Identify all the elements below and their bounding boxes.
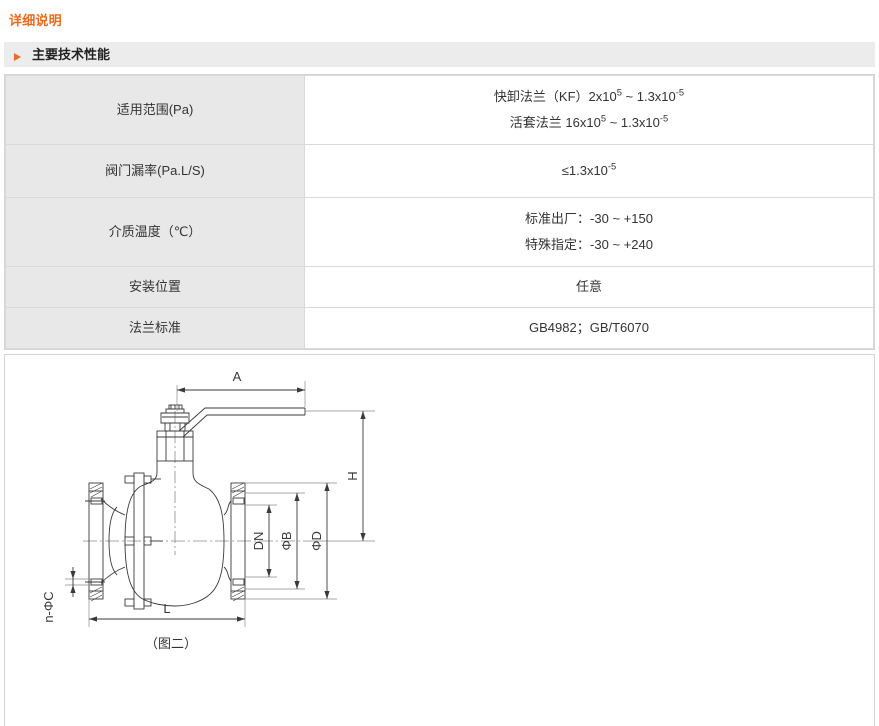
arrow-nphic-bottom [70, 585, 76, 593]
arrow-phid-top [324, 483, 330, 491]
right-flange-hatching [231, 482, 245, 602]
dim-label-dn: DN [251, 532, 266, 551]
arrow-a-right [297, 387, 305, 393]
spec-value-installation-position: 任意 [304, 266, 874, 308]
right-flange-plate [230, 482, 246, 600]
joint-bolt [124, 598, 135, 607]
spec-value-medium-temperature: 标准出厂：-30 ~ +150 特殊指定：-30 ~ +240 [304, 197, 874, 267]
spec-value-line: 快卸法兰（KF）2x105 ~ 1.3x10-5 [493, 87, 685, 104]
body-left-contour [124, 485, 142, 599]
arrow-phib-bottom [294, 581, 300, 589]
arrow-dn-top [266, 505, 272, 513]
right-cone-bottom [223, 566, 232, 582]
superscript: -5 [675, 87, 685, 98]
table-row: 安装位置 任意 [5, 266, 874, 308]
right-flange-bolt-hole [232, 497, 245, 505]
figure-caption: （图二） [145, 636, 198, 651]
spec-value-line: 特殊指定：-30 ~ +240 [525, 237, 653, 252]
section-title: 主要技术性能 [32, 46, 111, 62]
dim-label-h: H [345, 471, 360, 480]
bonnet-column [156, 430, 194, 462]
stem-nut [168, 404, 183, 410]
joint-bolt [124, 536, 135, 546]
spec-table: 适用范围(Pa) 快卸法兰（KF）2x105 ~ 1.3x10-5 活套法兰 1… [5, 75, 874, 349]
superscript: 5 [616, 87, 622, 98]
body-neck-left [140, 461, 158, 487]
spec-value-flange-standard: GB4982；GB/T6070 [304, 307, 874, 349]
dim-label-n-phi-c: n-ΦC [41, 591, 56, 622]
arrow-dn-bottom [266, 569, 272, 577]
spec-value-line: 活套法兰 16x105 ~ 1.3x10-5 [509, 113, 669, 130]
left-flange-plate [88, 482, 104, 600]
triangle-right-icon [14, 49, 26, 61]
spec-value-applicable-range: 快卸法兰（KF）2x105 ~ 1.3x10-5 活套法兰 16x105 ~ 1… [304, 75, 874, 145]
right-flange-bolt-hole [232, 578, 245, 586]
left-flange-hatching [89, 482, 103, 602]
spec-value-valve-leak-rate: ≤1.3x10-5 [304, 144, 874, 198]
spec-value-line: ≤1.3x10-5 [561, 161, 617, 178]
table-row: 适用范围(Pa) 快卸法兰（KF）2x105 ~ 1.3x10-5 活套法兰 1… [5, 75, 874, 145]
arrow-l-left [89, 616, 97, 622]
arrow-nphic-top [70, 571, 76, 579]
handle-lever-top [178, 407, 305, 432]
superscript: -5 [607, 161, 617, 172]
arrow-h-top [360, 411, 366, 419]
spec-label-medium-temperature: 介质温度（℃） [5, 197, 305, 267]
arrow-l-right [237, 616, 245, 622]
spec-label-valve-leak-rate: 阀门漏率(Pa.L/S) [5, 144, 305, 198]
spec-label-installation-position: 安装位置 [5, 266, 305, 308]
spec-value-line: 标准出厂：-30 ~ +150 [525, 211, 653, 226]
joint-bolt [124, 475, 135, 484]
dim-label-phi-d: ΦD [309, 531, 324, 551]
table-row: 阀门漏率(Pa.L/S) ≤1.3x10-5 [5, 144, 874, 198]
right-cone-top [223, 500, 232, 516]
arrow-phib-top [294, 493, 300, 501]
table-row: 法兰标准 GB4982；GB/T6070 [5, 307, 874, 349]
arrow-a-left [177, 387, 185, 393]
spec-label-applicable-range: 适用范围(Pa) [5, 75, 305, 145]
superscript: 5 [600, 113, 607, 124]
arrow-h-bottom [360, 533, 366, 541]
superscript: -5 [659, 113, 669, 124]
dim-label-l: L [163, 601, 170, 616]
joint-bolt [143, 475, 152, 484]
joint-bolt [143, 598, 152, 607]
dim-label-a: A [233, 369, 242, 384]
valve-technical-drawing: A H ΦD ΦB [41, 369, 375, 627]
handle-lever-bottom [182, 414, 305, 438]
technical-drawing-panel: A H ΦD ΦB [4, 354, 875, 726]
spec-table-container: 适用范围(Pa) 快卸法兰（KF）2x105 ~ 1.3x10-5 活套法兰 1… [4, 74, 875, 350]
section-header-bar: 主要技术性能 [4, 41, 875, 67]
left-cone-profile [108, 506, 118, 576]
gland-flange [160, 412, 190, 424]
dim-label-phi-b: ΦB [279, 531, 294, 550]
body-neck-right [192, 461, 210, 490]
body-right-contour [208, 488, 225, 596]
spec-label-flange-standard: 法兰标准 [5, 307, 305, 349]
arrow-phid-bottom [324, 591, 330, 599]
page-title: 详细说明 [9, 13, 62, 28]
table-row: 介质温度（℃） 标准出厂：-30 ~ +150 特殊指定：-30 ~ +240 [5, 197, 874, 267]
